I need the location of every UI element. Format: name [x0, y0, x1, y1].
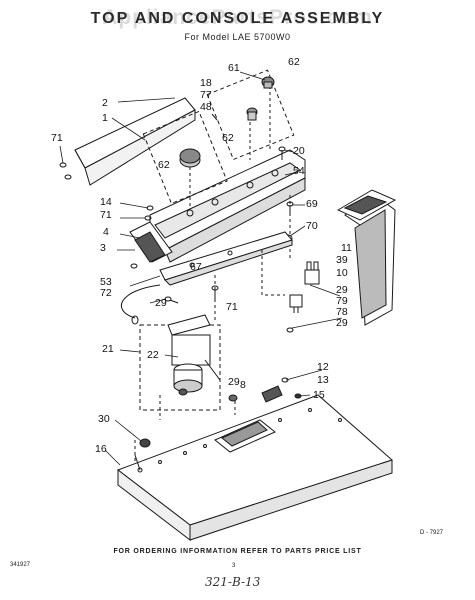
screw-71-left	[59, 162, 72, 180]
callout-11: 11	[341, 242, 352, 254]
timer-wire	[204, 359, 221, 381]
callout-62-mid: 62	[222, 132, 234, 144]
switch-79	[289, 294, 303, 313]
clip-77	[211, 113, 218, 121]
filter-cap-11	[336, 189, 397, 221]
callout-14: 14	[100, 196, 112, 208]
ordering-note: FOR ORDERING INFORMATION REFER TO PARTS …	[113, 548, 362, 555]
callout-78: 78	[336, 306, 348, 318]
end-bracket-3	[129, 221, 173, 263]
callout-18: 18	[200, 77, 212, 89]
screw-69	[286, 201, 294, 215]
knob-group-box	[142, 110, 228, 205]
callout-16: 16	[95, 443, 107, 455]
callout-62-left: 62	[158, 159, 170, 171]
callout-54: 54	[293, 165, 305, 177]
callout-21: 21	[102, 343, 114, 355]
callout-13: 13	[317, 374, 329, 386]
callout-61: 61	[228, 62, 240, 74]
callout-53: 53	[100, 276, 112, 288]
callout-72: 72	[100, 287, 112, 299]
knob-48	[179, 148, 201, 168]
callout-69: 69	[306, 198, 318, 210]
bumper-8	[228, 394, 238, 402]
console-body	[149, 149, 306, 263]
watermark: AppliancePartsPros.com	[102, 6, 373, 29]
callout-29-left: 29	[155, 297, 167, 309]
knob-61	[261, 76, 275, 89]
callout-29-bottom: 29	[228, 376, 240, 388]
timer-22	[167, 314, 211, 396]
callout-20: 20	[293, 145, 305, 157]
callout-29-right-1: 29	[336, 284, 348, 296]
callout-22: 22	[147, 349, 159, 361]
handwritten-note: 321-B-13	[205, 575, 261, 589]
callout-10: 10	[336, 267, 348, 279]
callout-48: 48	[200, 101, 212, 113]
model-subtitle: For Model LAE 5700W0	[184, 32, 291, 42]
callout-4: 4	[103, 226, 109, 238]
callout-71-mid: 71	[100, 209, 112, 221]
bottom-rail-53	[159, 231, 293, 286]
callout-39: 39	[336, 254, 348, 266]
callout-2: 2	[102, 97, 108, 109]
callout-71-lower: 71	[226, 301, 238, 313]
document-code: 341927	[10, 562, 31, 568]
back-panel	[74, 97, 196, 186]
dryer-top-16	[116, 394, 393, 542]
callout-77: 77	[200, 89, 212, 101]
callout-12: 12	[317, 361, 329, 373]
screw-20	[278, 146, 286, 160]
knob-18	[246, 107, 258, 121]
wire-harness-72	[120, 284, 161, 319]
bumper-30	[139, 438, 151, 448]
knob-group-box-2	[206, 69, 295, 161]
callout-70: 70	[306, 220, 318, 232]
callout-1: 1	[102, 112, 108, 124]
screw-71-mid	[211, 285, 219, 300]
page-title: TOP AND CONSOLE ASSEMBLY	[90, 10, 385, 27]
callout-29-right-2: 29	[336, 317, 348, 329]
callout-8: 8	[240, 379, 246, 391]
switch-guide	[261, 250, 285, 296]
connector-72	[131, 315, 139, 325]
callout-67: 67	[190, 261, 202, 273]
callout-30: 30	[98, 413, 110, 425]
callout-62-top: 62	[288, 56, 300, 68]
timer-box	[139, 324, 221, 411]
screw-29-right	[286, 327, 294, 333]
filter-panel-10	[344, 194, 396, 326]
hinge-12	[261, 377, 302, 403]
callout-3: 3	[100, 242, 106, 254]
callout-79: 79	[336, 295, 348, 307]
leader-lines	[59, 71, 343, 466]
page-number: 3	[232, 563, 236, 569]
callout-15: 15	[313, 389, 325, 401]
switch-39	[304, 261, 320, 285]
bumper-30-leader	[134, 454, 141, 471]
callout-71-top: 71	[51, 132, 63, 144]
drawing-number: D - 7927	[420, 530, 444, 536]
